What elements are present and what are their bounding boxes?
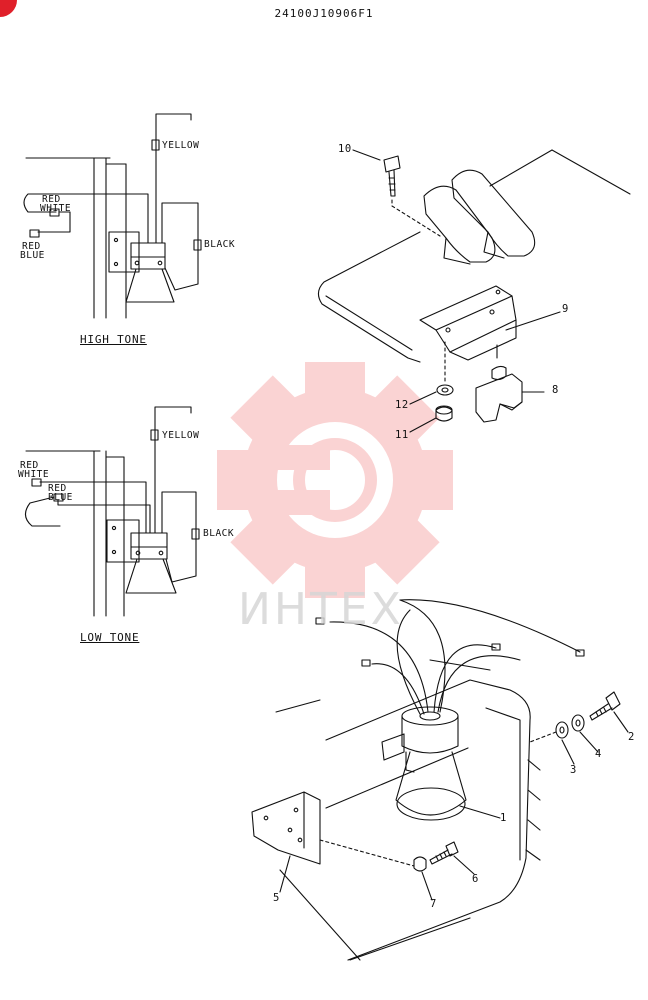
- low-tone-red-blue-label-blue: BLUE: [48, 492, 73, 503]
- watermark-gear-icon: [217, 362, 453, 598]
- callout-4: 4: [595, 748, 602, 760]
- high-tone-red-white-label-red: RED: [42, 194, 61, 205]
- high-tone-black-label: BLACK: [204, 239, 236, 250]
- low-tone-wiring-diagram: [24, 406, 200, 617]
- document-code: 24100J10906F1: [274, 7, 374, 20]
- watermark-text: ИНТЕХ: [238, 584, 404, 635]
- high-tone-red-blue-label-blue: BLUE: [20, 250, 45, 261]
- low-tone-yellow-label: YELLOW: [162, 430, 200, 441]
- low-tone-red-white-label-white: WHITE: [18, 469, 50, 480]
- callout-3: 3: [570, 764, 577, 776]
- high-tone-red-white-label-white: WHITE: [40, 203, 72, 214]
- pedal-switch-assembly: [317, 149, 631, 433]
- high-tone-red-blue-label-red: RED: [22, 241, 41, 252]
- callout-6: 6: [472, 873, 479, 885]
- callout-1: 1: [500, 812, 507, 824]
- callout-12: 12: [395, 399, 409, 411]
- callout-7: 7: [430, 898, 437, 910]
- high-tone-wiring-diagram: [23, 113, 202, 319]
- low-tone-red-blue-label-red: RED: [48, 483, 67, 494]
- low-tone-black-label: BLACK: [203, 528, 235, 539]
- low-tone-title: LOW TONE: [80, 631, 140, 644]
- callout-9: 9: [562, 303, 569, 315]
- callout-5: 5: [273, 892, 280, 904]
- high-tone-yellow-label: YELLOW: [162, 140, 200, 151]
- callout-8: 8: [552, 384, 559, 396]
- low-tone-red-white-label-red: RED: [20, 460, 39, 471]
- high-tone-title: HIGH TONE: [80, 333, 147, 346]
- callout-11: 11: [395, 429, 409, 441]
- corner-badge-icon: [0, 0, 17, 17]
- callout-10: 10: [338, 143, 352, 155]
- callout-2: 2: [628, 731, 635, 743]
- horn-mounting-assembly: [251, 599, 629, 961]
